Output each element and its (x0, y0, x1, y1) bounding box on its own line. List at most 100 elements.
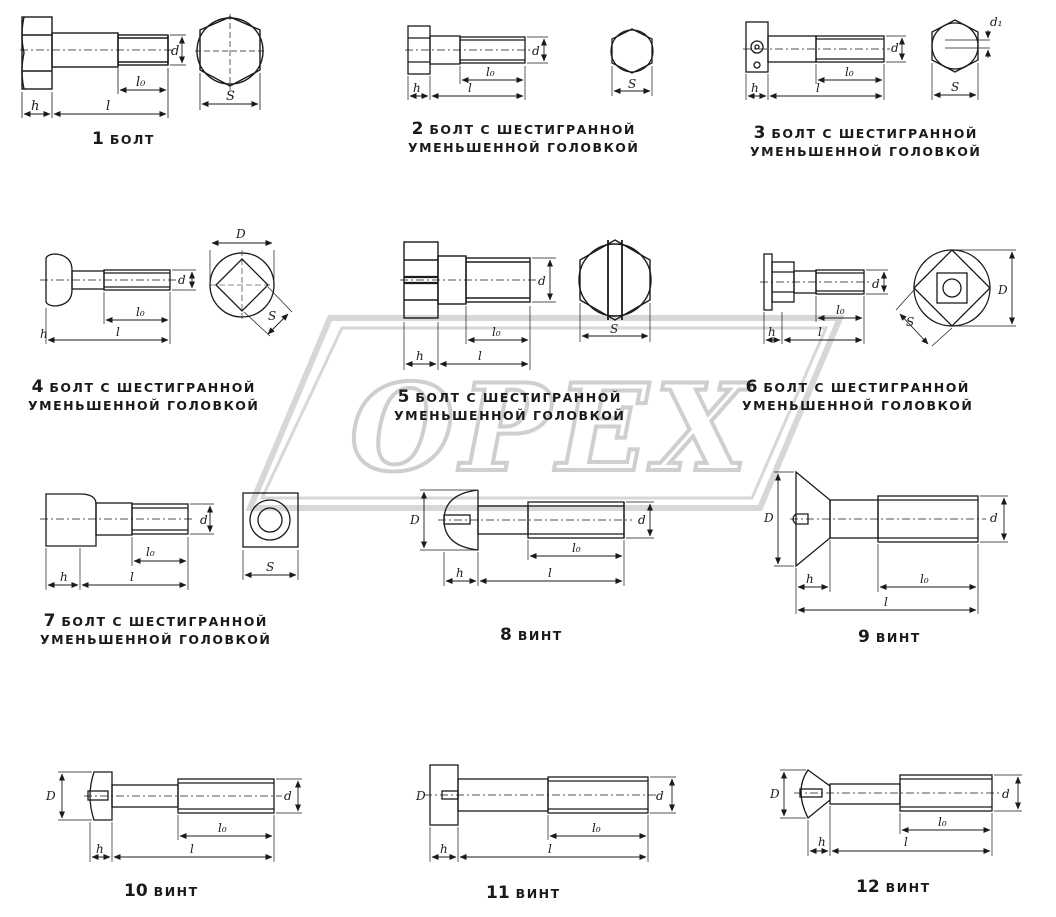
fig3-label-d: d (891, 41, 899, 55)
figure-title: БОЛТ С ШЕСТИГРАННОЙ (49, 380, 256, 395)
figure-number: 10 (124, 881, 148, 901)
fig2-label-s: S (628, 77, 636, 91)
fig1-label-l0: l₀ (136, 75, 146, 90)
watermark: OPEX (245, 315, 845, 511)
figure-1-drawing (20, 14, 265, 118)
fig8-label-D: D (409, 513, 420, 527)
fig8-label-l: l (548, 566, 552, 580)
figure-title: ВИНТ (885, 880, 931, 895)
figure-number: 9 (858, 627, 870, 647)
figure-8-dimension-labels: D h l l₀ d (409, 513, 646, 580)
fig3-label-s: S (951, 80, 959, 94)
fig6-label-s: S (906, 315, 914, 329)
figure-number: 3 (753, 123, 766, 143)
figure-number: 4 (31, 377, 44, 397)
figure-5-drawing (400, 239, 652, 370)
figure-6-drawing (760, 249, 1016, 347)
figure-subtitle: УМЕНЬШЕННОЙ ГОЛОВКОЙ (408, 140, 640, 155)
figure-number: 7 (43, 611, 56, 631)
figure-4-dimension-labels: h l l₀ d D S (40, 227, 276, 341)
fig8-label-l0: l₀ (572, 541, 581, 555)
fig11-label-l0: l₀ (592, 821, 601, 835)
figure-12-drawing (780, 769, 1022, 856)
fig8-label-h: h (456, 566, 464, 580)
figure-title: ВИНТ (153, 884, 199, 899)
fig2-label-l0: l₀ (486, 65, 495, 79)
fig5-hex-end-view (579, 239, 651, 321)
fig10-label-D: D (45, 789, 56, 803)
figure-3-drawing (743, 19, 991, 100)
fig2-label-h: h (413, 81, 421, 95)
figure-title: ВИНТ (515, 886, 561, 901)
fig3-label-l: l (816, 81, 820, 95)
fig10-label-d: d (284, 789, 292, 803)
fig3-label-l0: l₀ (845, 65, 854, 79)
figure-5-dimension-labels: h l l₀ d S (416, 274, 618, 363)
fig6-label-l: l (818, 325, 822, 339)
fig4-label-D: D (235, 227, 246, 241)
fig12-label-d: d (1002, 787, 1010, 801)
figure-title: БОЛТ (109, 132, 155, 147)
fig7-square-head-end-view (242, 492, 299, 548)
figure-title: БОЛТ С ШЕСТИГРАННОЙ (763, 380, 970, 395)
figure-title: ВИНТ (875, 630, 921, 645)
fig5-label-l0: l₀ (492, 325, 501, 339)
fig4-label-d: d (178, 273, 186, 287)
figure-6-dimension-labels: h l l₀ d D S (768, 277, 1008, 339)
fig5-label-h: h (416, 349, 424, 363)
fig7-label-l0: l₀ (146, 545, 155, 559)
fig7-label-s: S (266, 560, 274, 574)
fig12-label-l: l (904, 835, 908, 849)
fig9-label-D: D (763, 511, 774, 525)
fig10-label-h: h (96, 842, 104, 856)
caption-figure-11: 11 ВИНТ (486, 884, 561, 903)
fig4-label-l0: l₀ (136, 305, 145, 319)
fig6-label-h: h (768, 325, 776, 339)
figure-number: 11 (486, 883, 510, 903)
fig8-label-d: d (638, 513, 646, 527)
fig5-label-s: S (610, 322, 618, 336)
figure-subtitle: УМЕНЬШЕННОЙ ГОЛОВКОЙ (394, 408, 626, 423)
fig11-label-D: D (415, 789, 426, 803)
caption-figure-9: 9 ВИНТ (858, 628, 921, 647)
figure-4-drawing (40, 240, 293, 344)
watermark-frame-outer (245, 315, 845, 511)
figure-3-dimension-labels: h l l₀ d d₁ S (751, 15, 1003, 95)
fig9-label-l0: l₀ (920, 572, 929, 586)
figure-title: ВИНТ (517, 628, 563, 643)
fig12-label-l0: l₀ (938, 815, 947, 829)
figure-8-drawing (420, 489, 654, 586)
figure-9-drawing (774, 470, 1008, 614)
fig1-label-l: l (106, 99, 110, 114)
figure-number: 5 (397, 387, 410, 407)
fig3-label-d1: d₁ (990, 15, 1003, 29)
fig10-label-l0: l₀ (218, 821, 227, 835)
figure-9-dimension-labels: D h l₀ l d (763, 511, 998, 609)
fig7-label-h: h (60, 570, 68, 584)
caption-figure-10: 10 ВИНТ (124, 882, 199, 901)
figure-10-drawing (58, 771, 302, 862)
fig1-label-s: S (226, 89, 235, 104)
figure-number: 2 (411, 119, 424, 139)
fig4-label-l: l (116, 325, 120, 339)
fig12-label-D: D (769, 787, 780, 801)
fig1-label-h: h (31, 99, 39, 114)
figure-10-dimension-labels: D h l l₀ d (45, 789, 292, 856)
fig7-label-l: l (130, 570, 134, 584)
figure-title: БОЛТ С ШЕСТИГРАННОЙ (429, 122, 636, 137)
fig3-label-h: h (751, 81, 759, 95)
fig1-label-d: d (171, 44, 179, 59)
figure-1-dimension-labels: h l l₀ d S (31, 44, 235, 114)
figure-7-dimension-labels: h l l₀ d S (60, 513, 274, 584)
fig9-label-d: d (990, 511, 998, 525)
fig5-label-l: l (478, 349, 482, 363)
